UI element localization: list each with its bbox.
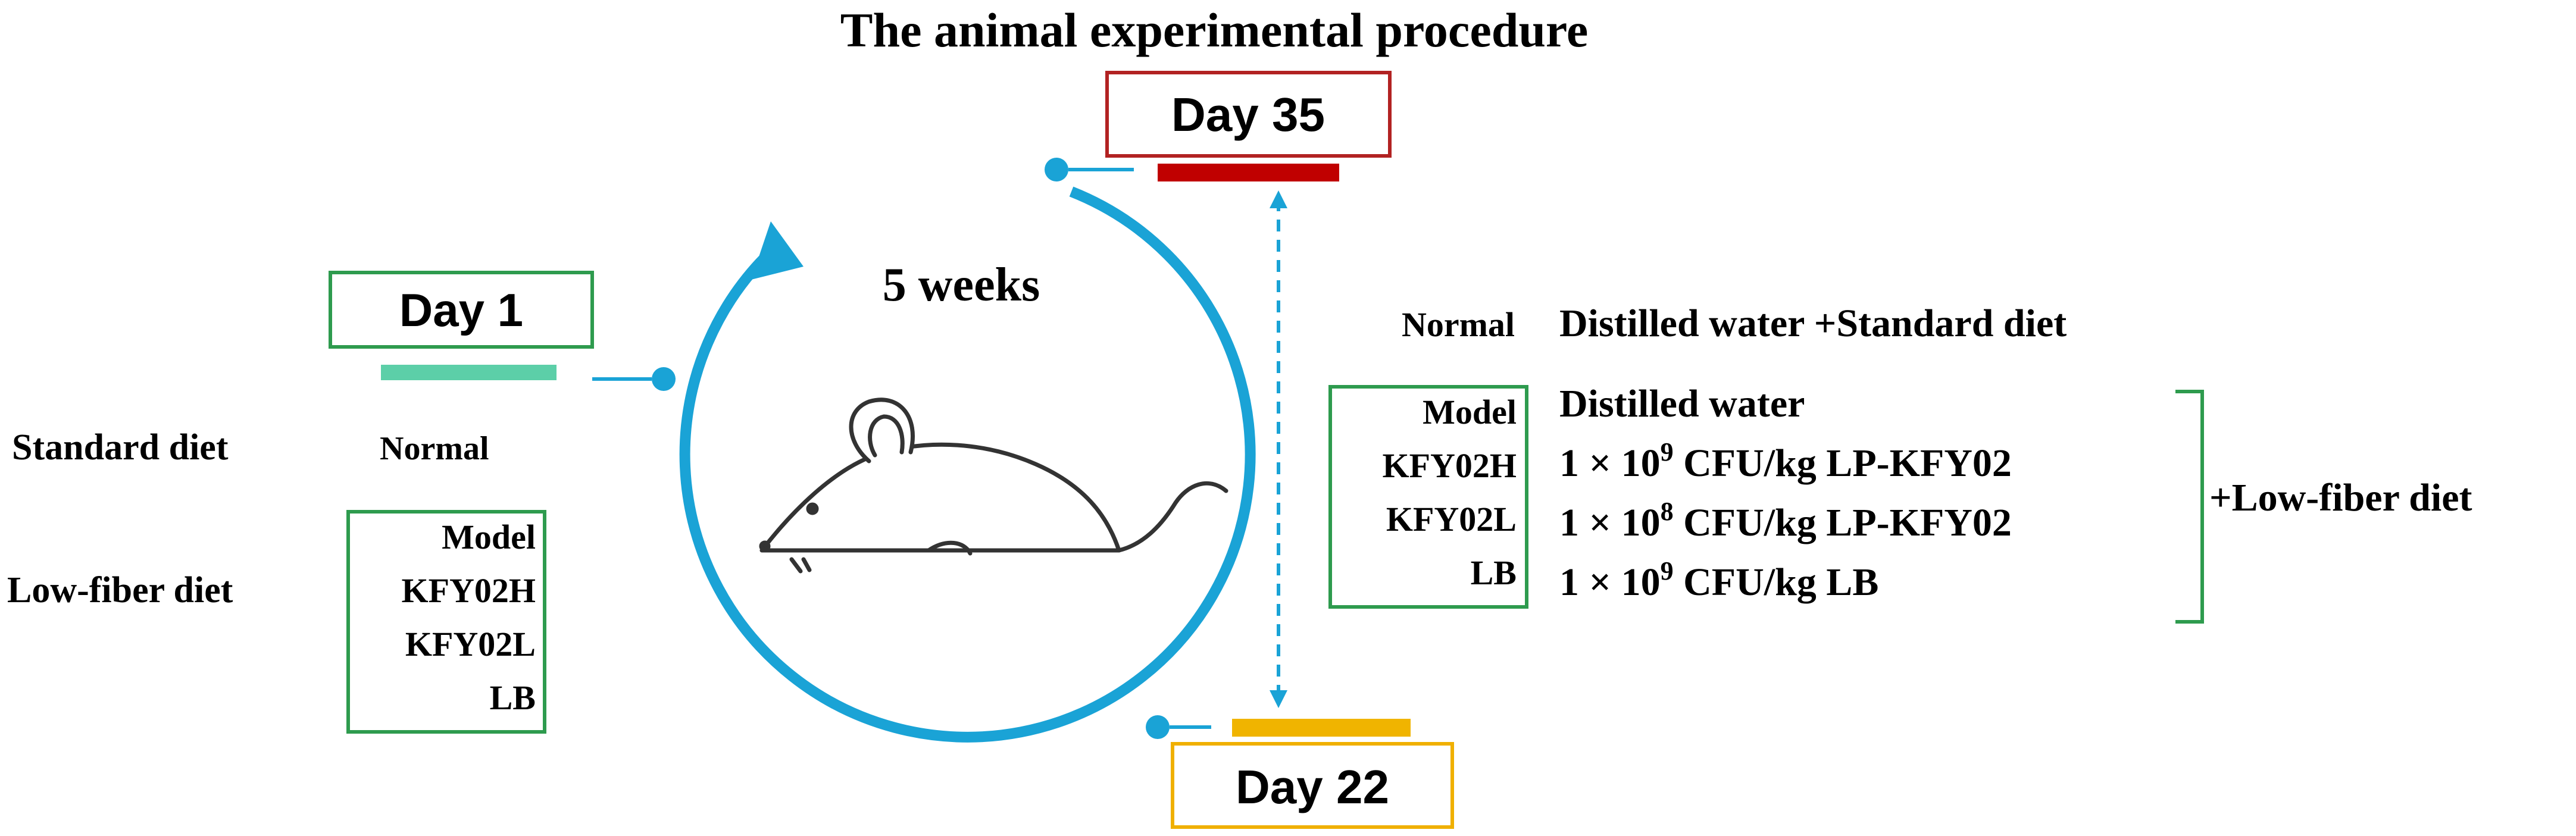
day-22-label: Day 22 [1236,760,1389,813]
left-group-kfy02h: KFY02H [401,571,536,610]
low-fiber-bracket [2175,390,2204,624]
treatment-lb: 1 × 109 CFU/kg LB [1559,556,1878,604]
left-group-kfy02l: KFY02L [405,625,536,663]
right-group-model: Model [1423,393,1517,431]
day-35-dot [1045,158,1068,181]
day-1-box [329,271,594,349]
low-fiber-diet-label: Low-fiber diet [7,570,233,610]
standard-diet-label: Standard diet [12,427,229,468]
day-1-label: Day 1 [399,284,523,336]
day-35-label: Day 35 [1171,88,1325,141]
standard-group-label: Normal [380,430,489,467]
treatment-kfy02h: 1 × 109 CFU/kg LP-KFY02 [1559,437,2012,485]
right-normal-group: Normal [1402,305,1515,344]
day-22-bar [1232,719,1411,737]
treatment-model: Distilled water [1559,382,1805,425]
low-fiber-groups-box [346,510,546,734]
diagram-title: The animal experimental procedure [840,3,1588,57]
treatment-groups-box [1328,385,1528,609]
day-35-box [1105,71,1392,158]
day-35-bar [1158,164,1339,181]
day-22-dot [1146,715,1170,739]
right-group-kfy02l: KFY02L [1386,500,1517,538]
right-group-lb: LB [1471,553,1517,592]
day-22-box [1171,742,1454,829]
day-1-bar [381,365,557,380]
duration-label: 5 weeks [883,259,1040,311]
bracket-label: +Low-fiber diet [2209,476,2472,519]
cycle-arrow-icon [679,186,1256,743]
right-normal-treatment: Distilled water +Standard diet [1559,302,2067,345]
right-group-kfy02h: KFY02H [1382,446,1517,485]
treatment-kfy02l: 1 × 108 CFU/kg LP-KFY02 [1559,497,2012,544]
mouse-icon [759,397,1228,574]
left-group-lb: LB [490,678,536,717]
day-1-dot [652,367,676,391]
left-group-model: Model [442,518,536,556]
